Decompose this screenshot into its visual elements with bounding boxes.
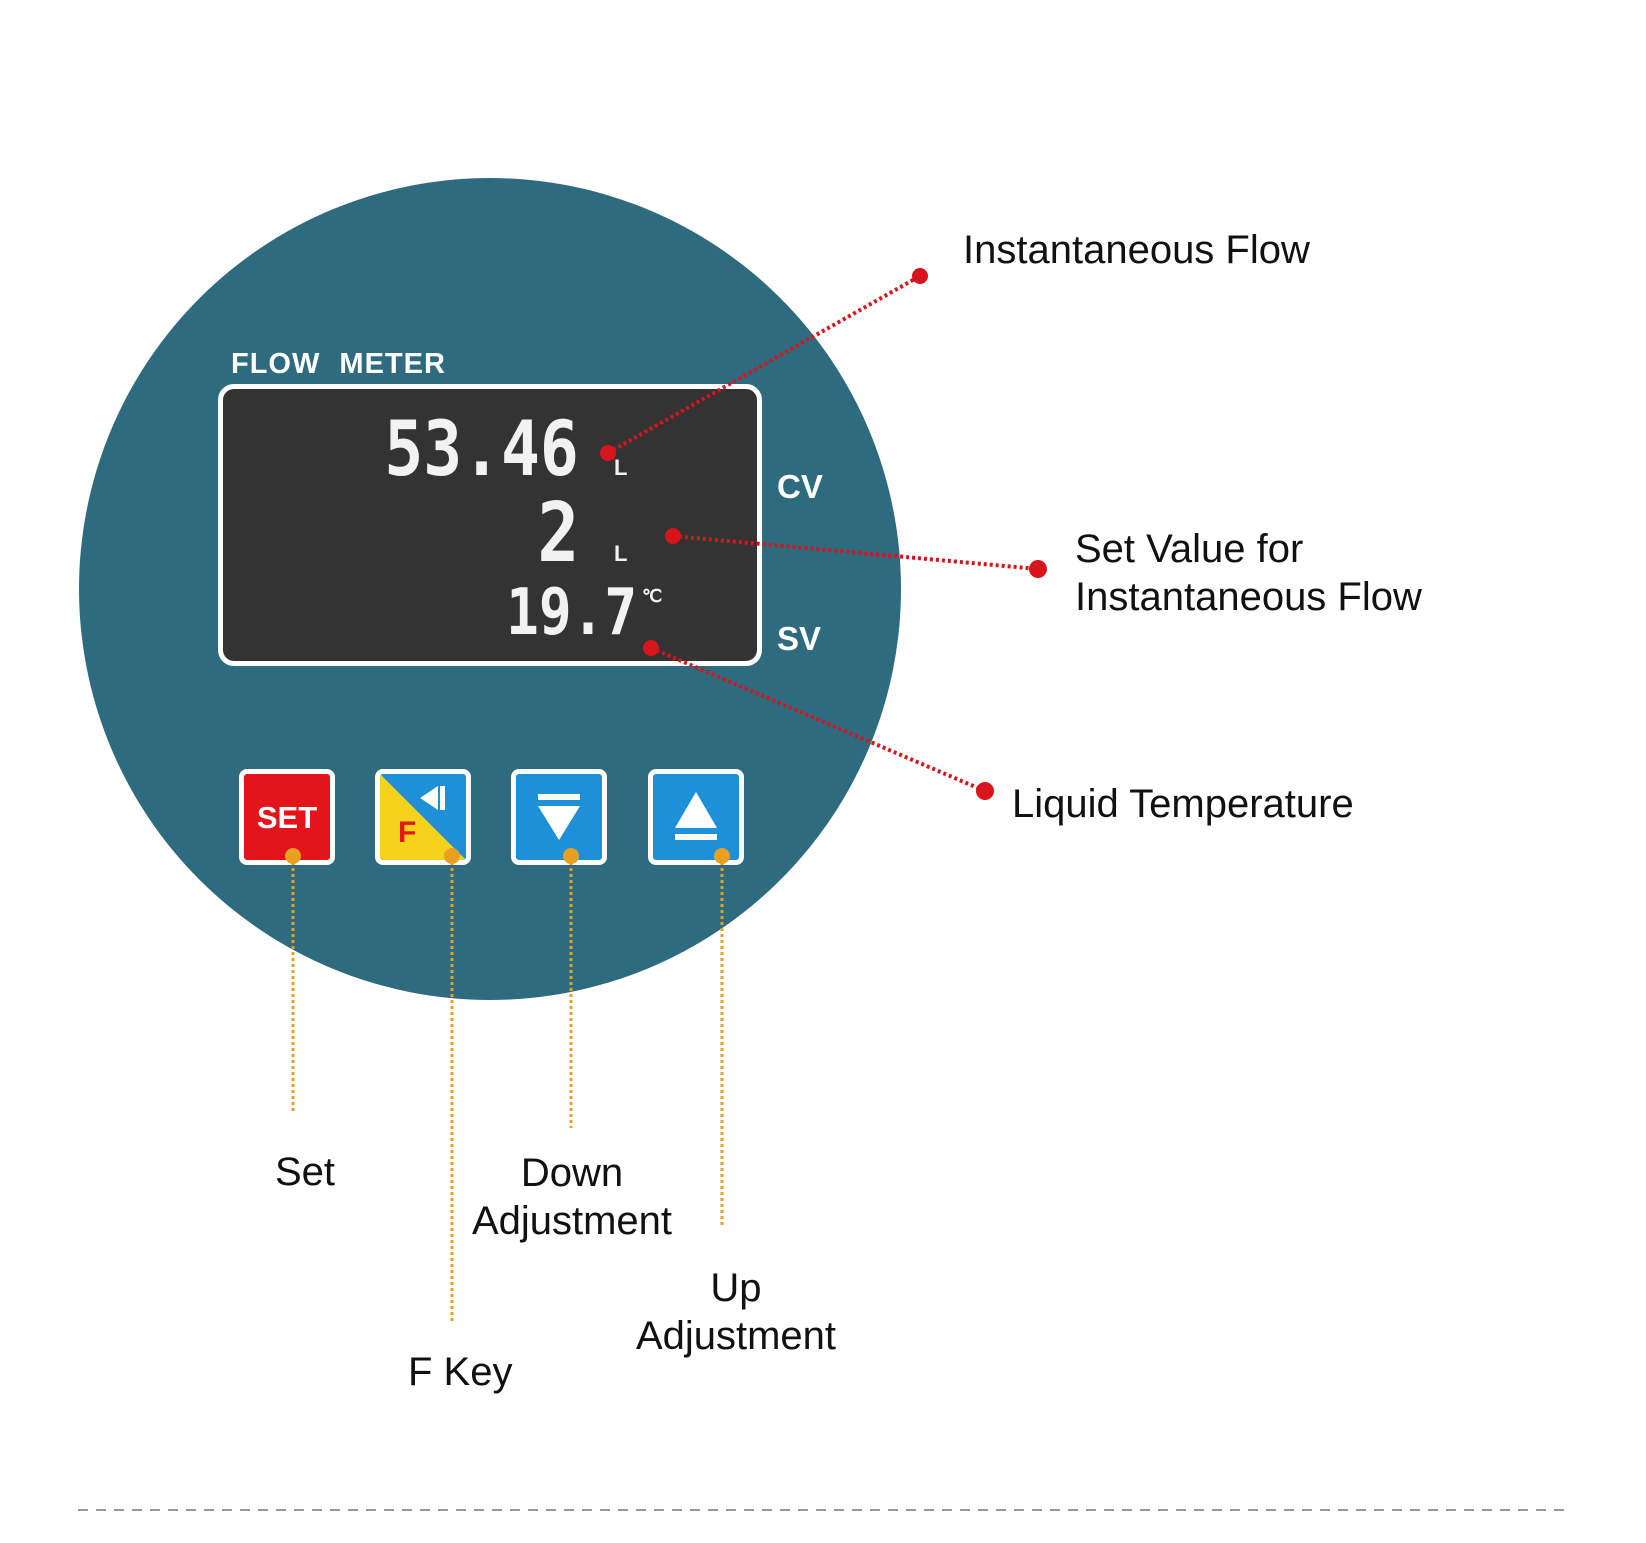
- instantaneous-flow-readout: 53.46: [384, 404, 579, 493]
- callout-instantaneous-flow: Instantaneous Flow: [963, 226, 1310, 274]
- instantaneous-flow-end-dot: [912, 268, 928, 284]
- callout-up-line-2: Adjustment: [635, 1314, 837, 1358]
- callout-f-key: F Key: [408, 1348, 512, 1396]
- callout-liquid-temperature: Liquid Temperature: [1012, 780, 1354, 828]
- set-value-end-dot: [1029, 560, 1047, 578]
- f-key-label: F: [398, 816, 416, 849]
- callout-instantaneous-flow-text: Instantaneous Flow: [963, 228, 1310, 272]
- down-arrow-icon: [538, 794, 580, 840]
- callout-set-value-line-1: Set Value for: [1075, 527, 1304, 571]
- cv-label: CV: [777, 468, 823, 505]
- callout-set-value: Set Value for Instantaneous Flow: [1075, 525, 1422, 621]
- set-button-label: SET: [256, 800, 318, 835]
- set-value-readout: 2: [537, 486, 579, 581]
- set-value-dot: [665, 528, 681, 544]
- callout-set-text: Set: [275, 1150, 336, 1194]
- temperature-readout: 19.7: [505, 576, 637, 650]
- down-adjustment-button[interactable]: [511, 769, 607, 865]
- instantaneous-flow-dot: [600, 445, 616, 461]
- callout-down-adjustment: Down Adjustment: [467, 1149, 677, 1245]
- callout-down-line-1: Down: [520, 1151, 624, 1195]
- set-button[interactable]: SET: [239, 769, 335, 865]
- sv-label: SV: [777, 620, 822, 657]
- callout-down-line-2: Adjustment: [471, 1199, 673, 1243]
- f-key-icon: F: [380, 774, 466, 860]
- liquid-temperature-leader: [650, 646, 986, 793]
- callout-up-adjustment: Up Adjustment: [630, 1264, 842, 1360]
- callout-liquid-temperature-text: Liquid Temperature: [1012, 782, 1354, 826]
- device-title: FLOW METER: [231, 348, 446, 380]
- callout-set-value-line-2: Instantaneous Flow: [1075, 575, 1422, 619]
- lcd-display: 53.46 L 2 L 19.7 ℃: [218, 384, 762, 666]
- callout-set: Set: [275, 1148, 335, 1196]
- f-key-button[interactable]: F: [375, 769, 471, 865]
- instantaneous-flow-leader: [607, 274, 921, 455]
- up-adjustment-button[interactable]: [648, 769, 744, 865]
- callout-f-key-text: F Key: [408, 1350, 513, 1394]
- flow-unit: L: [614, 455, 628, 480]
- down-dot: [563, 848, 579, 864]
- f-key-dot: [444, 848, 460, 864]
- up-arrow-icon: [675, 792, 717, 840]
- up-dot: [714, 848, 730, 864]
- set-value-leader: [672, 534, 1039, 571]
- callout-up-line-1: Up: [710, 1266, 762, 1310]
- temperature-unit: ℃: [642, 586, 663, 606]
- set-dot: [285, 848, 301, 864]
- set-value-unit: L: [614, 541, 628, 566]
- liquid-temperature-end-dot: [976, 782, 994, 800]
- liquid-temperature-dot: [643, 640, 659, 656]
